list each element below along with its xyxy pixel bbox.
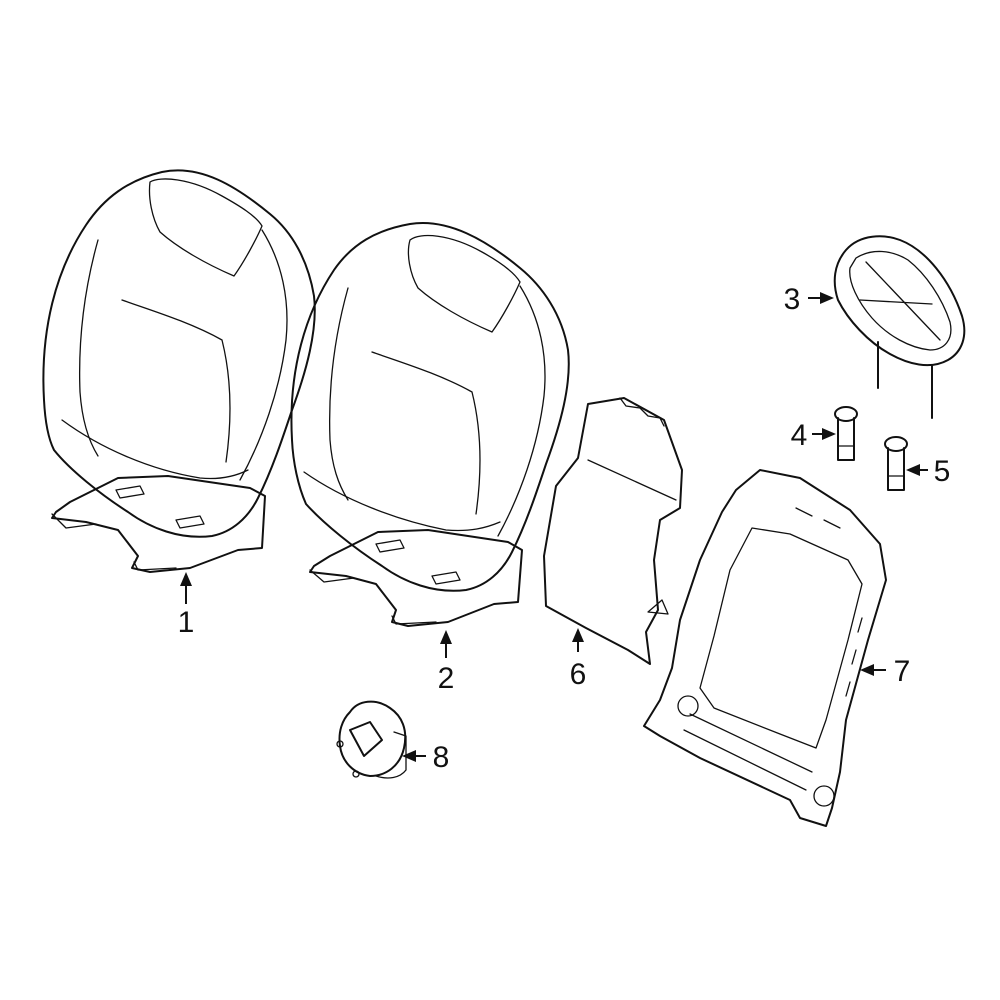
part-6-clip-top — [619, 397, 665, 427]
part-3-headrest-cushion — [833, 235, 966, 367]
leader-7 — [860, 664, 886, 676]
part-8-knob-housing — [338, 700, 407, 777]
leader-3 — [808, 292, 834, 304]
part-1-lower-tray — [51, 475, 266, 573]
part-1-seat-back-cover[interactable] — [42, 169, 316, 573]
part-7-pivot-left — [677, 695, 699, 717]
part-1-tray-slot-a — [115, 485, 145, 499]
callout-6: 6 — [570, 658, 587, 691]
part-1-neck-panel — [148, 178, 263, 277]
callout-2: 2 — [438, 662, 455, 695]
part-7-frame-crossbar-b — [683, 729, 807, 791]
part-2-lower-tray — [309, 529, 523, 627]
part-7-seat-back-frame[interactable] — [643, 469, 887, 827]
part-1-back-shell — [42, 169, 316, 538]
callout-7: 7 — [894, 655, 911, 688]
part-1-seam-right — [239, 229, 288, 481]
part-2-neck-panel — [407, 234, 521, 333]
leader-2 — [440, 630, 452, 658]
leader-4 — [812, 428, 836, 440]
leader-1 — [180, 572, 192, 604]
part-6-tab — [647, 599, 669, 615]
part-1-hook-bottom — [133, 561, 177, 571]
part-8-knob-lever — [349, 721, 383, 757]
part-7-frame-inner — [699, 527, 863, 749]
part-6-wire-top — [587, 459, 677, 501]
part-4-guide-sleeve[interactable] — [834, 406, 858, 461]
part-4-sleeve-cap — [834, 406, 858, 422]
part-4-sleeve-body — [837, 417, 855, 461]
part-2-seam-lower — [303, 471, 501, 532]
part-1-hook-left — [51, 513, 97, 529]
part-6-panel-outline — [543, 397, 683, 665]
part-2-seam-right — [497, 285, 546, 537]
part-8-knob-hole-b — [352, 770, 360, 778]
part-2-hook-bottom — [391, 615, 437, 625]
part-1-seam-left — [78, 239, 99, 457]
part-7-frame-crossbar — [689, 713, 813, 773]
part-1-seam-lower — [61, 419, 249, 480]
part-2-tray-slot-a — [375, 539, 405, 553]
callout-1: 1 — [178, 606, 195, 639]
part-8-recliner-knob[interactable] — [336, 700, 407, 779]
leader-5 — [906, 464, 928, 476]
part-5-sleeve-cap — [884, 436, 908, 452]
part-7-side-holes — [845, 617, 863, 697]
part-2-seam-center — [371, 351, 481, 515]
part-1-tray-slot-b — [175, 515, 205, 529]
part-2-seat-back-pad[interactable] — [290, 222, 570, 627]
leader-6 — [572, 628, 584, 652]
part-7-slot-a — [795, 507, 813, 517]
part-3-headrest[interactable] — [833, 235, 966, 419]
part-2-back-shell — [290, 222, 570, 592]
callout-3: 3 — [784, 283, 801, 316]
part-7-slot-b — [823, 519, 841, 529]
callout-5: 5 — [934, 455, 951, 488]
part-3-headrest-cross-b — [859, 299, 933, 305]
callout-4: 4 — [791, 419, 808, 452]
part-2-seam-left — [328, 287, 349, 501]
part-7-pivot-right — [813, 785, 835, 807]
part-8-knob-hole-a — [336, 740, 344, 748]
part-6-support-panel[interactable] — [543, 397, 683, 665]
part-7-frame-outer — [643, 469, 887, 827]
part-2-hook-left — [309, 569, 355, 583]
part-3-headrest-cross-a — [865, 261, 941, 341]
part-5-sleeve-body — [887, 447, 905, 491]
part-5-guide-sleeve[interactable] — [884, 436, 908, 491]
part-3-headrest-inner — [849, 250, 952, 351]
part-8-knob-strap — [375, 731, 407, 779]
part-1-seam-center — [121, 299, 231, 463]
part-2-tray-slot-b — [431, 571, 461, 585]
leader-8 — [402, 750, 426, 762]
callout-8: 8 — [433, 741, 450, 774]
